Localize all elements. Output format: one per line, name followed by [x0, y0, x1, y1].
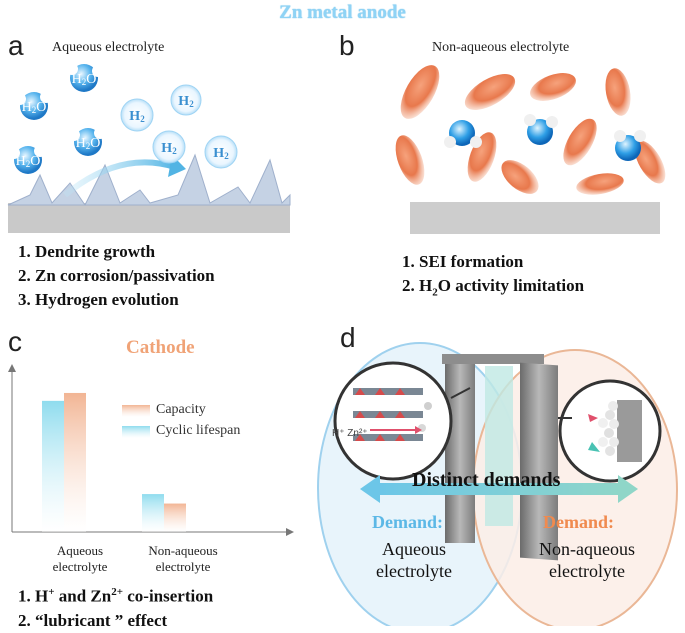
- solvent-8: [576, 173, 624, 195]
- h2o-molecule-3: H2O: [68, 127, 106, 156]
- legend-swatch-lifespan: [122, 426, 150, 438]
- top-frame: [442, 354, 544, 364]
- panel-a-item-3: 3. Hydrogen evolution: [18, 290, 179, 309]
- bar-lifespan-nonaqueous: [142, 494, 164, 532]
- solvent-10: [605, 68, 631, 116]
- panel-b-item-1: 1. SEI formation: [402, 252, 524, 271]
- dendrites: [7, 153, 291, 206]
- panel-c-letter: c: [8, 326, 22, 357]
- panel-b-letter: b: [339, 30, 355, 61]
- panel-d-letter: d: [340, 322, 356, 353]
- h2-bubble-2: H2: [170, 84, 202, 116]
- panel-a-list: 1. Dendrite growth 2. Zn corrosion/passi…: [18, 240, 215, 312]
- solvent-7: [563, 118, 597, 166]
- panel-a-letter: a: [8, 30, 24, 61]
- panel-b-subtitle: Non-aqueous electrolyte: [432, 40, 570, 55]
- panel-b-item-2: 2. H2O activity limitation: [402, 276, 585, 299]
- panel-a-illustration: H2O H2O H2O H2O H2 H2 H2 H2: [7, 63, 291, 233]
- h2-bubble-1: H2: [120, 98, 154, 132]
- panel-a-item-1: 1. Dendrite growth: [18, 242, 156, 261]
- anode-plate: [520, 362, 558, 561]
- water-molecule-b3: [614, 130, 646, 161]
- legend-capacity: Capacity: [156, 402, 206, 417]
- svg-text:H2O: H2O: [76, 136, 101, 151]
- panel-c-item-1: 1. H+ and Zn2+ co-insertion: [18, 586, 214, 606]
- demand-right-label: Demand:: [543, 512, 614, 532]
- h2-bubble-4: H2: [204, 135, 238, 169]
- solvent-1: [400, 65, 440, 119]
- cathode-magnifier: [333, 361, 453, 481]
- migration-arrow: [63, 159, 176, 198]
- distinct-demands-label: Distinct demands: [412, 469, 561, 491]
- double-arrow-right: [618, 475, 638, 503]
- h2o-molecule-2: H2O: [14, 91, 52, 120]
- panel-c-item-2: 2. “lubricant ” effect: [18, 610, 168, 630]
- solvent-3: [464, 74, 516, 110]
- panel-a-subtitle: Aqueous electrolyte: [52, 40, 165, 55]
- h2o-molecule-1: H2O: [66, 63, 104, 92]
- double-arrow-bar: [376, 483, 622, 495]
- zn-electrode-b: [410, 202, 660, 234]
- h2o-molecule-4: H2O: [8, 145, 46, 174]
- red-arrow: [588, 414, 598, 422]
- figure-title: Zn metal anode: [279, 2, 406, 23]
- demand-left-label: Demand:: [372, 512, 443, 532]
- panel-d-illustration: H⁺ Zn²⁺: [317, 342, 678, 626]
- cathode-title: Cathode: [126, 337, 195, 358]
- cathode-bar-chart: [8, 364, 294, 536]
- x-axis-arrow: [286, 528, 294, 536]
- bar-capacity-aqueous: [64, 392, 86, 532]
- legend-lifespan: Cyclic lifespan: [156, 423, 241, 438]
- svg-text:H2O: H2O: [72, 72, 97, 87]
- bar-lifespan-aqueous: [42, 400, 64, 532]
- solvent-2: [395, 135, 425, 185]
- ion-label: H⁺ Zn²⁺: [332, 428, 368, 439]
- bar-capacity-nonaqueous: [164, 503, 186, 532]
- legend-swatch-capacity: [122, 405, 150, 417]
- panel-a-item-2: 2. Zn corrosion/passivation: [18, 266, 215, 285]
- teal-arrow: [588, 442, 600, 452]
- panel-c-list: 1. H+ and Zn2+ co-insertion 2. “lubrican…: [18, 580, 213, 633]
- double-arrow-left: [360, 475, 380, 503]
- sei-layer: [598, 400, 642, 462]
- layered-lattice: [353, 388, 432, 441]
- zn-electrode-a: [8, 203, 290, 233]
- water-molecule-b1: [444, 120, 482, 148]
- panel-b-illustration: [395, 65, 666, 234]
- solvent-9: [634, 140, 666, 184]
- panel-b-list: 1. SEI formation 2. H2O activity limitat…: [402, 250, 584, 304]
- h2-bubble-3: H2: [152, 130, 186, 164]
- solvent-5: [501, 160, 539, 194]
- water-molecule-b2: [524, 114, 558, 145]
- y-axis-arrow: [8, 364, 16, 372]
- svg-text:H2O: H2O: [16, 154, 41, 169]
- separator: [485, 366, 513, 526]
- solvent-6: [530, 73, 576, 101]
- svg-text:H2O: H2O: [22, 100, 47, 115]
- cathode-plate: [445, 358, 475, 543]
